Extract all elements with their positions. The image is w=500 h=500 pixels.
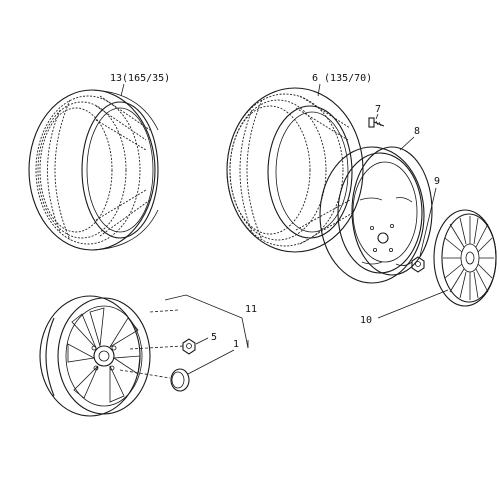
part-5-label: 5 [211,332,217,343]
part-9-label: 9 [434,176,440,187]
tire-13-label: 13(165/35) [110,73,170,84]
tire-6 [226,87,364,253]
part-7-label: 7 [375,104,381,115]
alloy-wheel [39,295,151,417]
assembly-bracket-11 [149,294,249,349]
tire-13 [28,89,159,251]
part-8-label: 8 [414,126,420,137]
tire-6-label: 6 (135/70) [312,73,372,84]
wheel-nut-9 [411,256,425,273]
wheel-cover-10 [433,209,497,307]
part-10-label: 10 [360,315,372,326]
part-11-label: 11 [245,304,257,315]
part-1-label: 1 [233,339,239,350]
steel-rim-8 [319,146,433,284]
wheel-bolt-7 [368,117,385,128]
wheel-nut-5 [182,338,196,355]
center-cap-1 [170,368,190,392]
